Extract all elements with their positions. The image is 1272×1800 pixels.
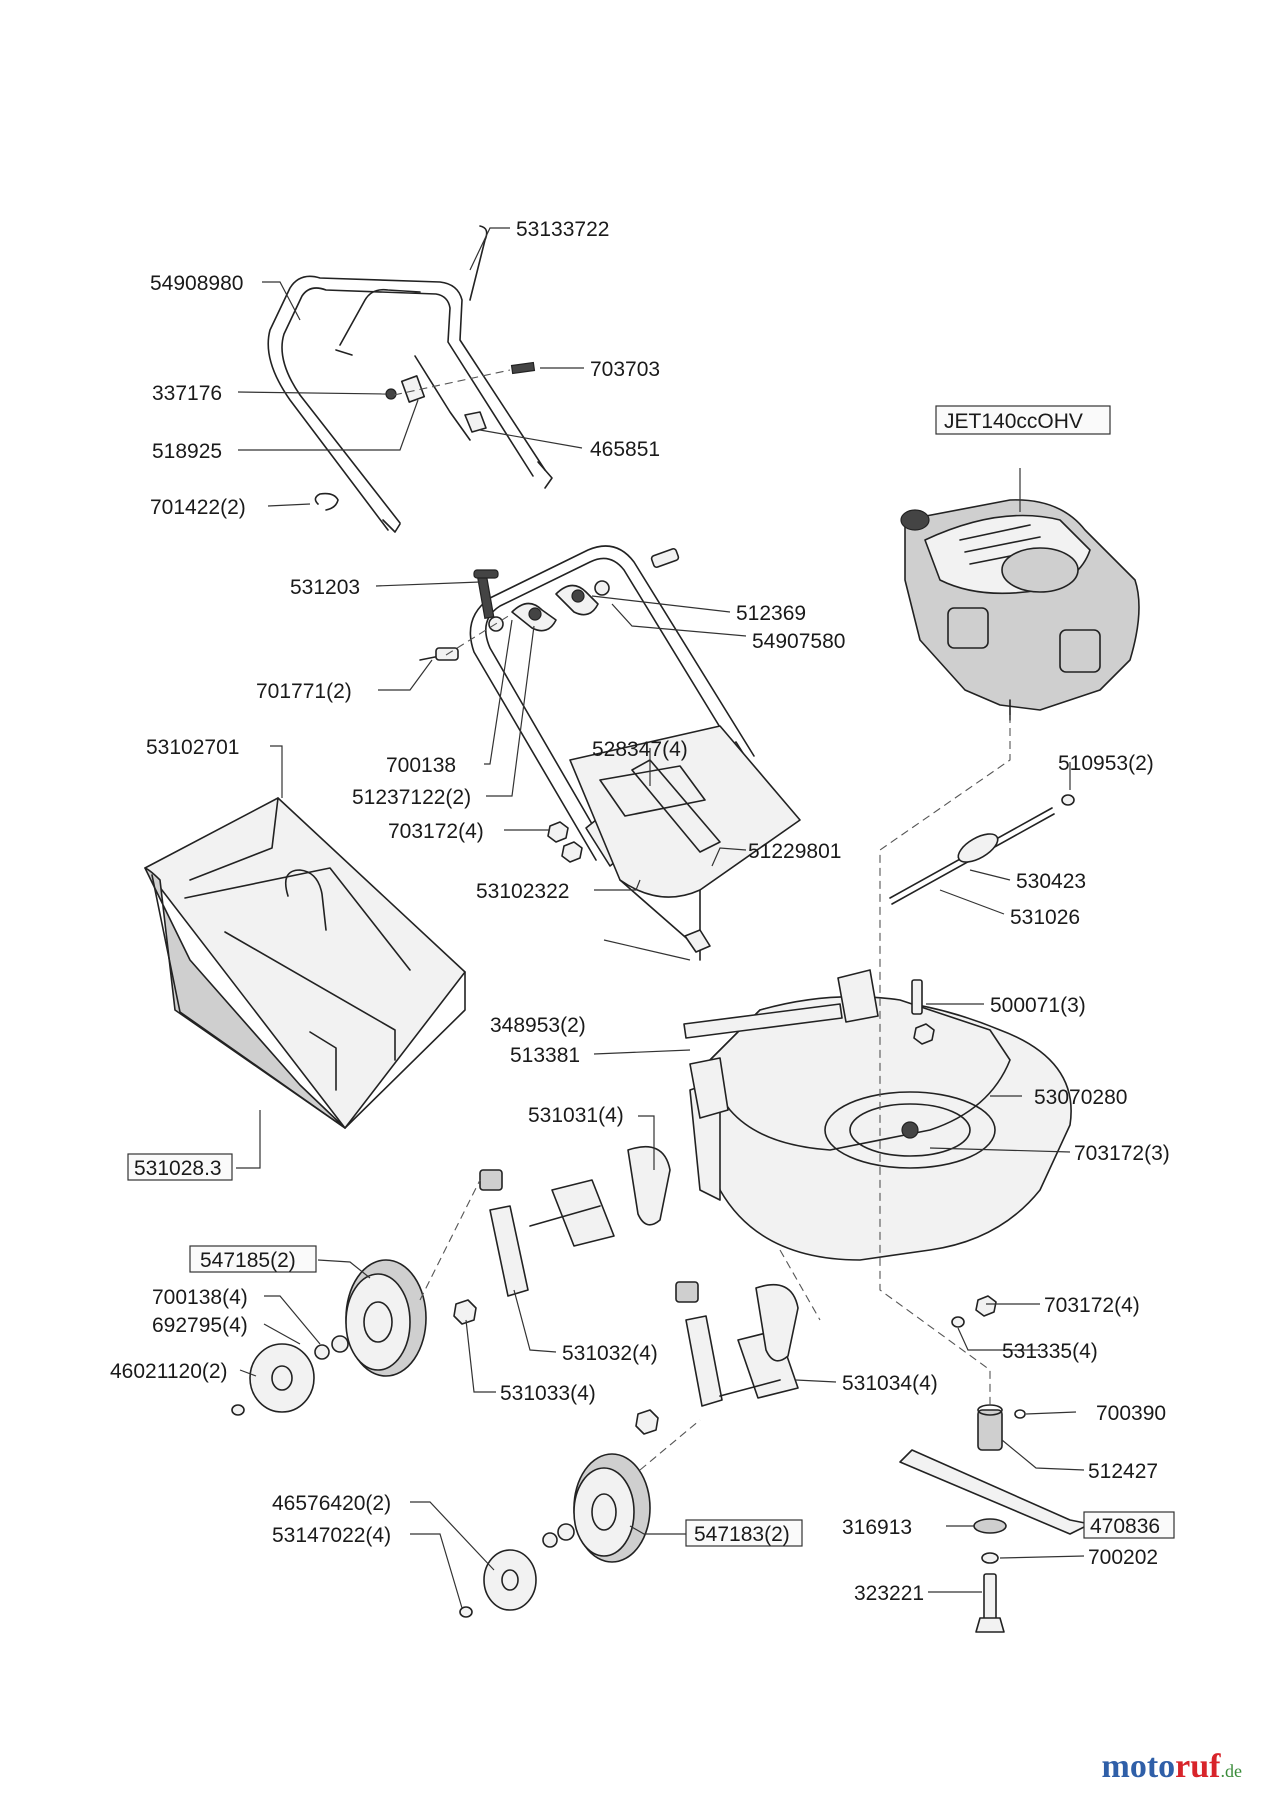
axle-brackets-drawing xyxy=(453,1145,799,1435)
box-547183 xyxy=(685,1519,803,1547)
label-530423: 530423 xyxy=(1016,870,1086,893)
grass-catcher-drawing xyxy=(144,797,466,1129)
leader-lines xyxy=(236,227,1091,1609)
brand-watermark: motoruf.de xyxy=(1101,1748,1242,1785)
label-703172-3: 703172(3) xyxy=(1074,1142,1170,1165)
label-465851: 465851 xyxy=(590,438,660,461)
label-337176: 337176 xyxy=(152,382,222,405)
label-512369: 512369 xyxy=(736,602,806,625)
label-51237122: 51237122(2) xyxy=(352,786,471,809)
label-54908980: 54908980 xyxy=(150,272,243,295)
box-470836 xyxy=(1083,1511,1175,1539)
label-547183: 547183(2) xyxy=(694,1523,790,1546)
label-470836: 470836 xyxy=(1090,1515,1160,1538)
blade-assembly-drawing xyxy=(899,1404,1091,1633)
label-700202: 700202 xyxy=(1088,1546,1158,1569)
part-labels: 53133722 54908980 703703 337176 518925 4… xyxy=(110,218,1175,1605)
label-316913: 316913 xyxy=(842,1516,912,1539)
front-wheel-drawing xyxy=(231,1259,427,1416)
rear-wheel-drawing xyxy=(459,1453,651,1618)
label-701771: 701771(2) xyxy=(256,680,352,703)
label-547185: 547185(2) xyxy=(200,1249,296,1272)
upper-handle-drawing xyxy=(267,225,553,533)
label-53070280: 53070280 xyxy=(1034,1086,1127,1109)
label-531031: 531031(4) xyxy=(528,1104,624,1127)
label-531203: 531203 xyxy=(290,576,360,599)
label-53102701: 53102701 xyxy=(146,736,239,759)
rear-flap-drawing xyxy=(569,725,801,961)
label-jet140ccohv: JET140ccOHV xyxy=(944,410,1083,433)
label-513381: 513381 xyxy=(510,1044,580,1067)
assembly-lines xyxy=(393,369,1011,1471)
label-46021120: 46021120(2) xyxy=(110,1360,228,1383)
box-jet140ccohv xyxy=(935,405,1111,435)
label-531033: 531033(4) xyxy=(500,1382,596,1405)
label-700138-4: 700138(4) xyxy=(152,1286,248,1309)
label-46576420: 46576420(2) xyxy=(272,1492,391,1515)
label-701422: 701422(2) xyxy=(150,496,246,519)
label-53133722: 53133722 xyxy=(516,218,609,241)
box-531028-3 xyxy=(127,1153,233,1181)
engine-drawing xyxy=(900,499,1140,721)
label-703172-4-b: 703172(4) xyxy=(1044,1294,1140,1317)
label-531032: 531032(4) xyxy=(562,1342,658,1365)
label-518925: 518925 xyxy=(152,440,222,463)
label-692795: 692795(4) xyxy=(152,1314,248,1337)
label-512427: 512427 xyxy=(1088,1460,1158,1483)
label-700390: 700390 xyxy=(1096,1402,1166,1425)
label-531026: 531026 xyxy=(1010,906,1080,929)
misc-fasteners xyxy=(889,794,1075,1328)
label-51229801: 51229801 xyxy=(748,840,841,863)
label-54907580: 54907580 xyxy=(752,630,845,653)
label-500071: 500071(3) xyxy=(990,994,1086,1017)
label-510953: 510953(2) xyxy=(1058,752,1154,775)
label-53102322: 53102322 xyxy=(476,880,569,903)
label-703703: 703703 xyxy=(590,358,660,381)
label-700138: 700138 xyxy=(386,754,456,777)
label-348953: 348953(2) xyxy=(490,1014,586,1037)
label-531335: 531335(4) xyxy=(1002,1340,1098,1363)
label-531028-3: 531028.3 xyxy=(134,1157,222,1180)
label-323221: 323221 xyxy=(854,1582,924,1605)
label-531034: 531034(4) xyxy=(842,1372,938,1395)
label-53147022: 53147022(4) xyxy=(272,1524,391,1547)
mower-deck-drawing xyxy=(683,969,1072,1261)
label-528347: 528347(4) xyxy=(592,738,688,761)
label-703172-4-a: 703172(4) xyxy=(388,820,484,843)
box-547185 xyxy=(189,1245,317,1273)
